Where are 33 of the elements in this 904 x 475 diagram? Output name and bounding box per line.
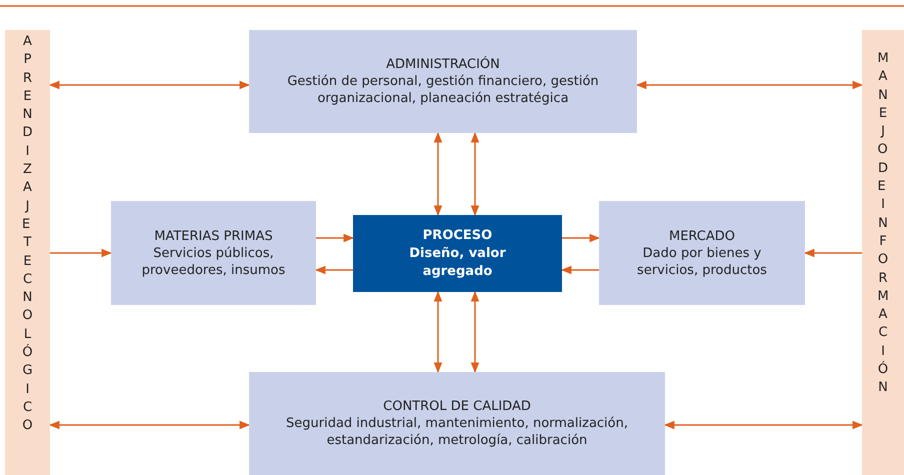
arrow	[50, 248, 112, 258]
box-description: Seguridad industrial, mantenimiento, normalización, estandarización, metrología, calibración	[285, 415, 629, 449]
box-title: MERCADO	[668, 228, 736, 244]
process-box	[249, 372, 665, 475]
arrow	[48, 420, 250, 430]
arrow	[314, 266, 353, 274]
box-description: Servicios públicos, proveedores, insumos	[140, 244, 286, 278]
arrow	[470, 132, 480, 216]
arrow	[434, 290, 442, 374]
vertical-label: APRENDIZAJE TECNOLÓGICO	[20, 33, 39, 436]
arrow	[434, 132, 442, 216]
arrow	[470, 290, 480, 374]
arrow	[562, 234, 600, 242]
box-description: Diseño, valor agregado	[408, 244, 507, 280]
side-band	[5, 30, 50, 475]
process-box	[249, 30, 637, 133]
arrow	[560, 266, 599, 274]
arrow	[664, 420, 864, 430]
box-title: PROCESO	[422, 226, 492, 244]
arrow	[804, 248, 862, 258]
process-box	[111, 201, 316, 305]
process-box	[599, 201, 805, 305]
box-description: Dado por bienes y servicios, productos	[636, 244, 768, 278]
box-title: CONTROL DE CALIDAD	[383, 398, 531, 415]
box-title: ADMINISTRACIÓN	[386, 56, 500, 73]
process-box	[353, 215, 562, 292]
arrow	[636, 80, 864, 90]
box-title: MATERIAS PRIMAS	[154, 228, 273, 244]
vertical-label: MANEJO DE INFORMACIÓN	[876, 50, 894, 398]
box-description: Gestión de personal, gestión financiero, gestión organizacional, planeación estratégica	[286, 73, 600, 107]
arrow	[48, 80, 250, 90]
side-band	[862, 30, 904, 475]
arrow	[316, 234, 354, 242]
